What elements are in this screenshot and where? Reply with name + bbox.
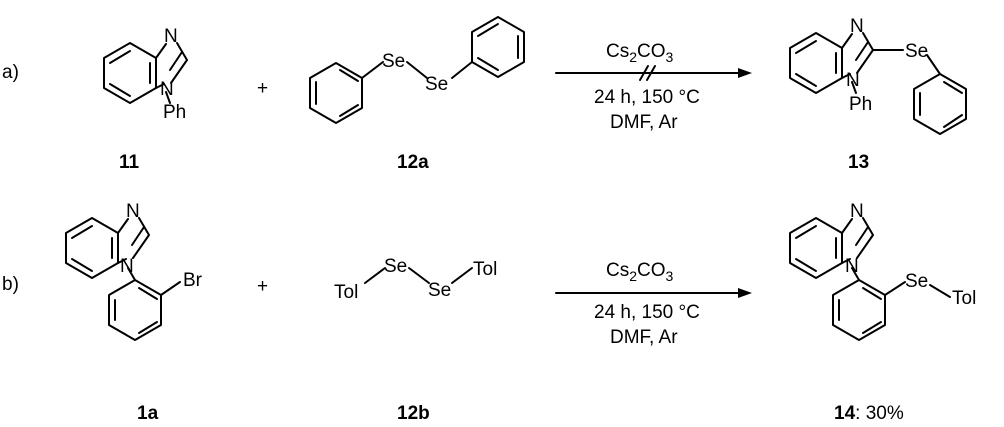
atom-n: N xyxy=(120,256,134,277)
atom-tol: Tol xyxy=(952,288,976,309)
atom-n: N xyxy=(845,256,859,277)
atom-n: N xyxy=(850,201,864,222)
part-label-a: a) xyxy=(2,62,19,83)
plus-sign: + xyxy=(257,78,268,99)
atom-se: Se xyxy=(905,271,928,292)
atom-n: N xyxy=(160,79,174,100)
reagent-a: Cs2CO3 xyxy=(606,41,674,65)
compound-13-structure: N N Se Ph xyxy=(789,16,967,135)
label-1a: 1a xyxy=(137,403,159,424)
atom-n: N xyxy=(846,70,860,91)
atom-br: Br xyxy=(183,270,203,291)
label-14-number: 14 xyxy=(834,403,856,424)
compound-12a-structure: Se Se xyxy=(309,16,525,124)
compound-12b-structure: Tol Se Se Tol xyxy=(334,256,497,303)
atom-se: Se xyxy=(905,41,928,62)
atom-tol: Tol xyxy=(473,259,497,280)
part-label-b: b) xyxy=(2,274,19,295)
atom-n: N xyxy=(126,201,140,222)
atom-se: Se xyxy=(382,51,405,72)
conditions-a-line2: DMF, Ar xyxy=(610,112,678,133)
reagent-b: Cs2CO3 xyxy=(606,260,674,284)
conditions-b-line1: 24 h, 150 °C xyxy=(594,302,700,323)
label-14: 14: 30% xyxy=(834,403,904,424)
label-14-yield: : 30% xyxy=(855,403,904,424)
atom-ph: Ph xyxy=(849,94,872,115)
compound-14-structure: N N Se Tol xyxy=(789,201,976,341)
atom-tol: Tol xyxy=(334,282,358,303)
atom-se: Se xyxy=(384,256,407,277)
atom-se: Se xyxy=(428,280,451,301)
compound-11-structure: N N Ph xyxy=(103,26,188,123)
reaction-arrow-b xyxy=(555,288,752,298)
reaction-arrow-a xyxy=(555,65,752,81)
label-13: 13 xyxy=(848,152,869,173)
compound-1a-structure: N N Br xyxy=(65,201,203,341)
label-11: 11 xyxy=(119,152,140,173)
plus-sign: + xyxy=(257,276,268,297)
atom-n: N xyxy=(850,16,864,37)
label-12a: 12a xyxy=(397,152,429,173)
atom-ph: Ph xyxy=(163,102,186,123)
atom-n: N xyxy=(164,26,178,47)
conditions-a-line1: 24 h, 150 °C xyxy=(594,87,700,108)
atom-se: Se xyxy=(425,74,448,95)
conditions-b-line2: DMF, Ar xyxy=(610,327,678,348)
label-12b: 12b xyxy=(397,403,430,424)
